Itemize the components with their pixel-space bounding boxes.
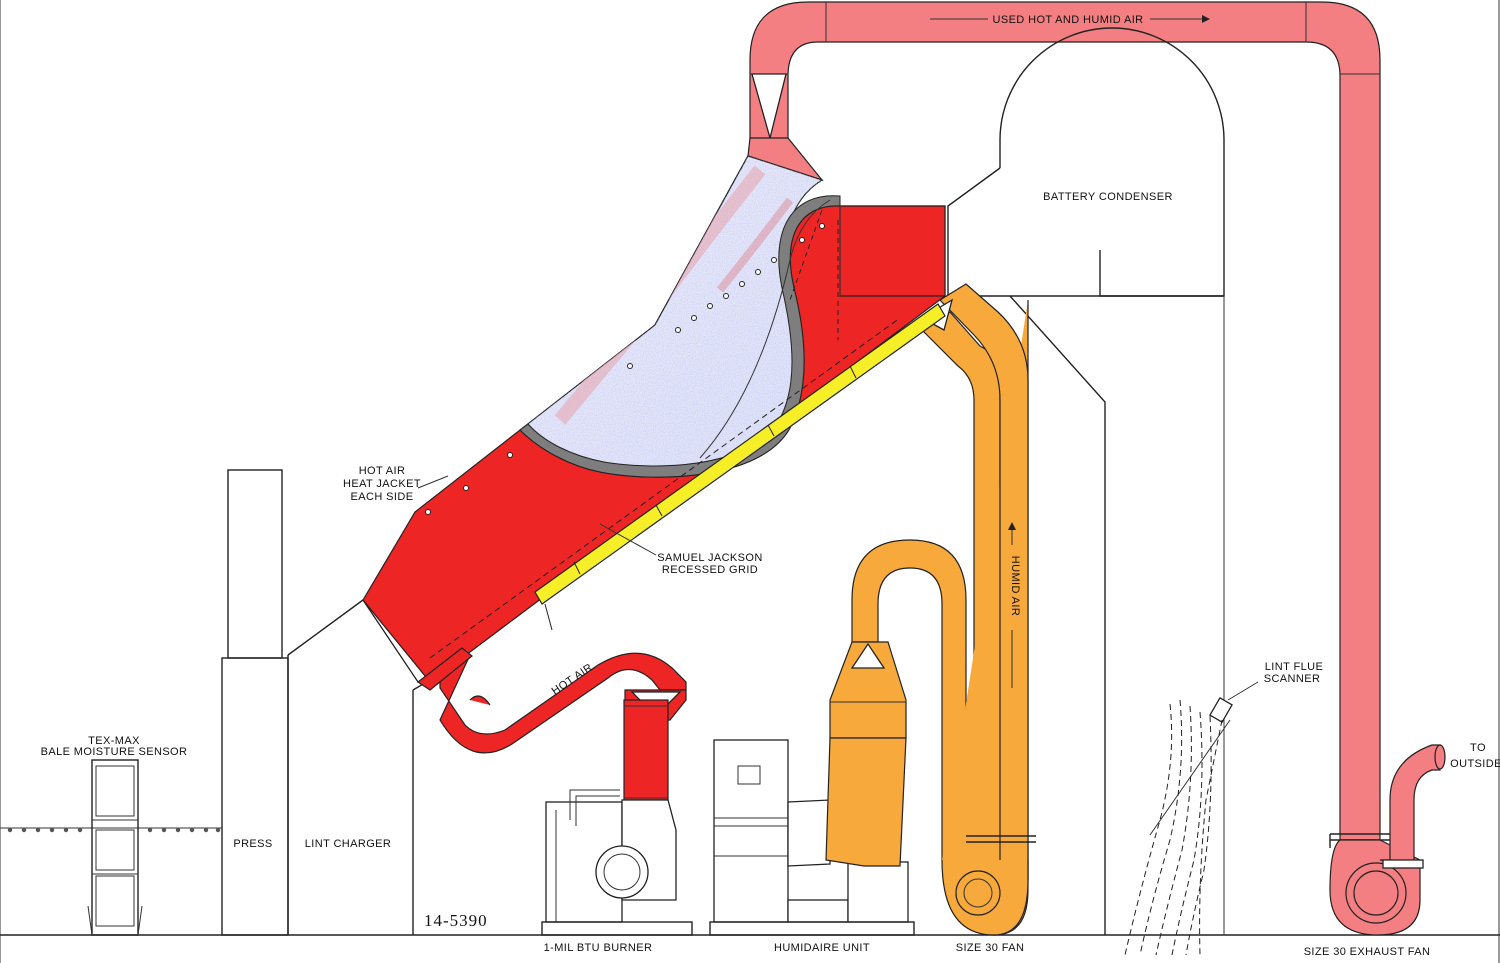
to-outside-label-1: TO [1470,742,1486,754]
battery-condenser-label: BATTERY CONDENSER [1043,191,1173,203]
btu-burner [541,789,693,936]
exhaust-fan-label: SIZE 30 EXHAUST FAN [1304,946,1431,958]
recessed-grid-label-1: SAMUEL JACKSON [657,552,762,564]
humid-air-duct [825,283,1036,936]
bale-moisture-sensor [0,759,222,936]
heat-jacket-label-2: HEAT JACKET [343,478,421,490]
hot-air-duct [439,652,687,803]
heat-jacket-label-3: EACH SIDE [351,491,414,503]
lint-charger-label: LINT CHARGER [305,838,392,850]
grid-leader [599,523,657,556]
used-air-return-duct [747,1,1446,936]
humid-air-label: HUMID AIR [1009,556,1021,616]
humidaire-unit [709,739,915,936]
to-outside-label-2: OUTSIDE [1450,758,1500,770]
battery-condenser [947,27,1225,935]
heat-jacket-label-1: HOT AIR [359,465,406,477]
drawing-number: 14-5390 [424,911,488,930]
humidaire-label: HUMIDAIRE UNIT [774,942,870,954]
press-label: PRESS [233,838,272,850]
bale-sensor-label-1: TEX-MAX [88,735,140,747]
heat-jacket-leader [417,475,449,489]
recessed-grid-label-2: RECESSED GRID [662,564,758,576]
press [221,469,289,936]
used-air-arrow [930,15,1210,23]
lint-flue-scanner-label-2: SCANNER [1264,673,1321,685]
bale-sensor-label-2: BALE MOISTURE SENSOR [41,746,188,758]
recessed-grid [429,303,946,659]
fan-label: SIZE 30 FAN [956,942,1025,954]
lint-flue-scanner-label-1: LINT FLUE [1265,661,1323,673]
used-air-label: USED HOT AND HUMID AIR [992,14,1143,26]
burner-label: 1-MIL BTU BURNER [544,942,653,954]
humid-air-arrows [1008,522,1016,688]
lint-flue-scanner [1124,681,1259,956]
